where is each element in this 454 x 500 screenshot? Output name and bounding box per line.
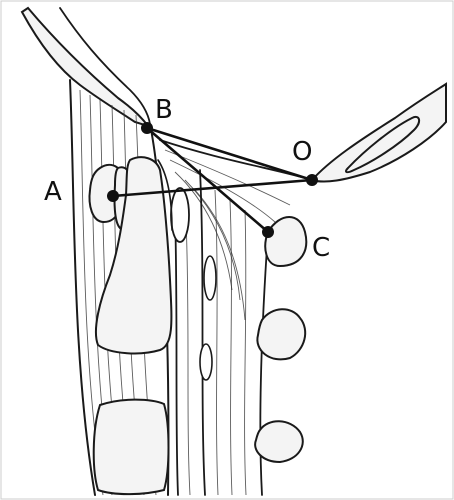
- upper-left-bone: [20, 6, 151, 128]
- upper-right-bone: [310, 82, 447, 183]
- label-c: C: [312, 233, 330, 263]
- foramen-middle: [203, 255, 217, 301]
- point-a: [107, 190, 119, 202]
- point-b: [141, 122, 153, 134]
- lower-vertebral-body: [92, 398, 170, 496]
- foramen-upper: [170, 187, 190, 243]
- right-bone-c: [264, 216, 308, 268]
- label-a: A: [44, 177, 62, 207]
- right-bone-middle: [256, 308, 307, 361]
- label-o: O: [292, 137, 312, 167]
- point-o: [306, 174, 318, 186]
- connector-lines: [112, 126, 313, 233]
- vertebral-body-edge: [157, 159, 173, 231]
- line-b-o: [146, 126, 313, 182]
- line-b-c: [146, 127, 269, 233]
- right-bone-lower: [254, 420, 304, 464]
- landmark-points: [107, 122, 318, 238]
- line-a-o: [112, 178, 313, 198]
- point-c: [262, 226, 274, 238]
- vertebral-body-large: [94, 156, 173, 355]
- foramen-lower: [199, 343, 213, 381]
- label-b: B: [155, 95, 173, 125]
